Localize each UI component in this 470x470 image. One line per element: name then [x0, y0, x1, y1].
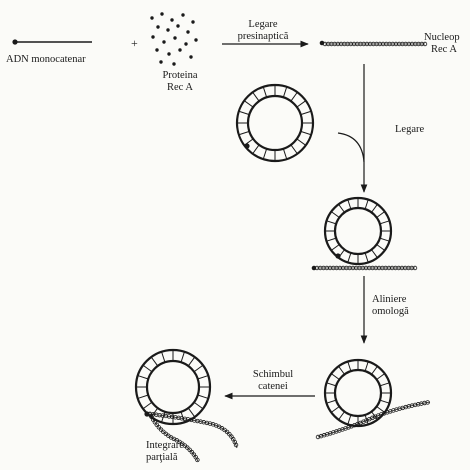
reca-dot: [184, 42, 188, 46]
partial-integration-strands: [147, 411, 239, 463]
label-result-line1: Integrare: [146, 440, 184, 451]
label-step1-line2: presinaptică: [237, 31, 289, 42]
reca-dot: [155, 48, 159, 52]
filament-beside-circle: [311, 265, 418, 271]
reca-protein-dots: [150, 12, 198, 66]
reca-dot: [194, 38, 198, 42]
label-step3-line2: omologă: [372, 306, 409, 317]
label-step4-line2: catenei: [258, 381, 288, 392]
dsdna-circle-1: [235, 83, 315, 163]
reca-dot: [176, 24, 180, 28]
reca-dot: [160, 12, 164, 16]
label-ssdna: ADN monocatenar: [6, 54, 86, 65]
reca-dot: [156, 25, 160, 29]
reca-dot: [191, 20, 195, 24]
label-step4-line1: Schimbul: [252, 369, 294, 380]
dsdna-circle-4: [134, 348, 212, 426]
label-protein-line1: Proteina: [162, 70, 198, 81]
reca-dot: [151, 35, 155, 39]
reca-dot: [150, 16, 154, 20]
reca-dot: [172, 62, 176, 66]
label-nucleo-line1: Nucleop: [424, 32, 460, 43]
reca-dot: [166, 28, 170, 32]
label-step2: Legare: [395, 124, 425, 135]
reca-dot: [186, 30, 190, 34]
label-nucleo-line2: Rec A: [431, 44, 457, 55]
label-step3-line1: Aliniere: [372, 294, 407, 305]
binding-curve: [337, 132, 365, 163]
label-result-line2: parţială: [146, 452, 178, 463]
nucleoprotein-filament: [319, 40, 428, 47]
reca-dot: [170, 18, 174, 22]
reca-dot: [178, 48, 182, 52]
label-protein-line2: Rec A: [167, 82, 193, 93]
reca-dot: [162, 40, 166, 44]
reca-dot: [181, 13, 185, 17]
dsdna-circle-2: [323, 196, 393, 266]
reca-dot: [159, 60, 163, 64]
label-plus: +: [131, 36, 138, 50]
reca-dot: [167, 52, 171, 56]
reca-dot: [189, 55, 193, 59]
ssdna-strand: [12, 39, 92, 45]
label-step1-line1: Legare: [248, 19, 278, 30]
reca-dot: [173, 36, 177, 40]
strand-exchange-filament: [315, 400, 431, 440]
